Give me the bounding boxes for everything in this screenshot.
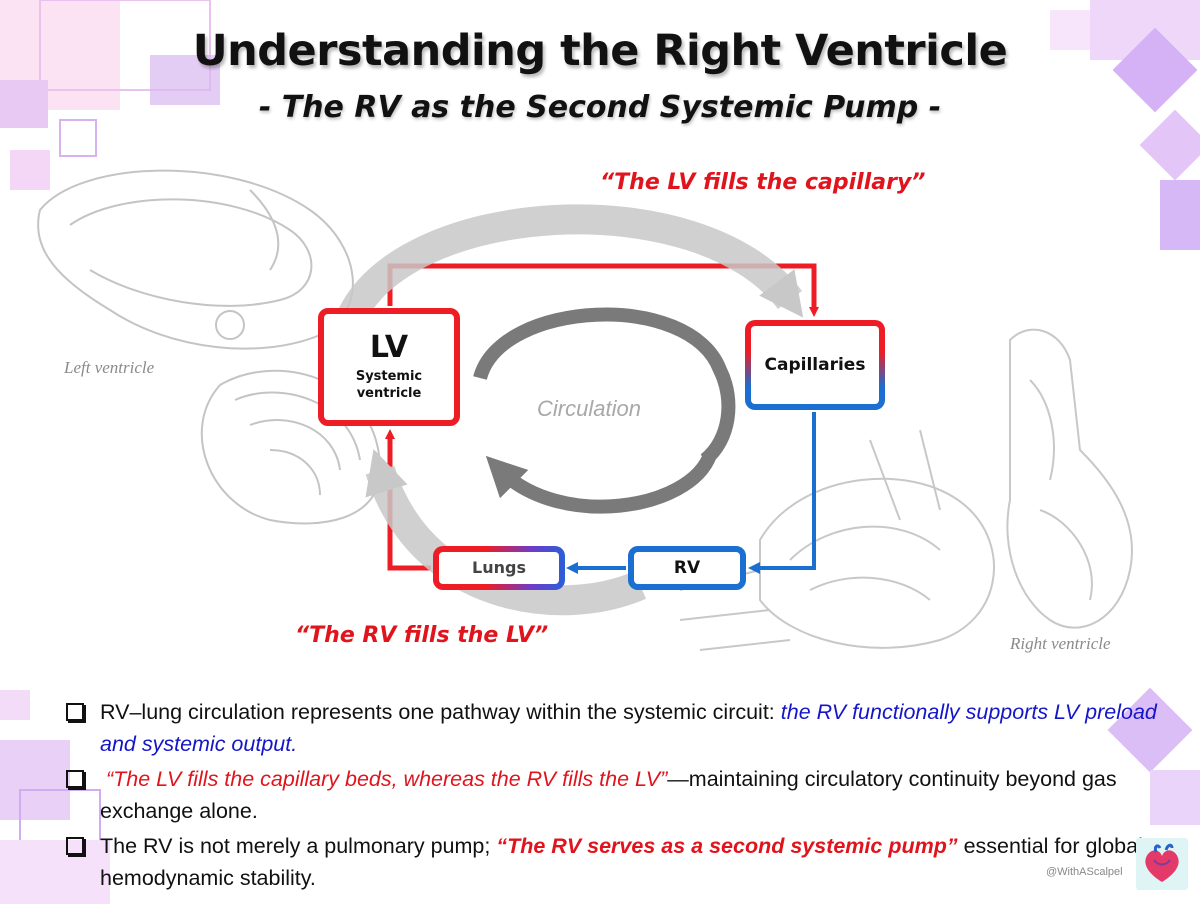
quote-rv-fills-lv: “The RV fills the LV” (295, 623, 549, 648)
bullet-1-text: RV–lung circulation represents one pathw… (100, 700, 781, 724)
bullet-2-text: —maintaining circulatory continuity beyo… (100, 767, 1117, 823)
right-ventricle-sketch (640, 320, 1170, 670)
big-arc-top (336, 204, 804, 327)
bullet-2-emphasis: “The LV fills the capillary beds, wherea… (106, 767, 668, 791)
checkbox-icon (66, 770, 84, 788)
page-subtitle: - The RV as the Second Systemic Pump - (258, 90, 942, 125)
right-ventricle-label: Right ventricle (1010, 634, 1111, 653)
quote-lv-fills-capillary: “The LV fills the capillary” (600, 170, 926, 195)
decor-squares-top-left (0, 0, 230, 200)
lv-node-sub-1: Systemic (355, 369, 423, 384)
bullet-item-1: RV–lung circulation represents one pathw… (62, 696, 1162, 760)
bullet-item-2: “The LV fills the capillary beds, wherea… (62, 763, 1162, 827)
decor-squares-top-right (1030, 0, 1200, 260)
flow-line-lv-to-capillaries (387, 263, 819, 317)
heart-logo (1136, 838, 1188, 890)
bullet-item-3: The RV is not merely a pulmonary pump; “… (62, 830, 1162, 894)
credit-handle: @WithAScalpel (1046, 866, 1123, 878)
bullet-3-text: The RV is not merely a pulmonary pump; (100, 834, 497, 858)
bullet-3-emphasis: “The RV serves as a second systemic pump… (496, 834, 958, 858)
circulation-label: Circulation (537, 396, 641, 421)
lungs-node: Lungs (433, 546, 565, 590)
lv-node-sub-2: ventricle (356, 386, 422, 401)
bullet-list: RV–lung circulation represents one pathw… (62, 696, 1162, 897)
rv-node: RV (628, 546, 746, 590)
bullet-1-emphasis: the RV functionally supports LV preload … (100, 700, 1157, 756)
flow-line-lungs-to-lv (385, 429, 431, 571)
decor-squares-bottom-left (0, 680, 120, 904)
capillaries-node: Capillaries (745, 320, 885, 410)
lv-node-title: LV (369, 330, 409, 365)
checkbox-icon (66, 837, 84, 855)
bullet-3-text-end: essential for global hemodynamic stabili… (100, 834, 1143, 890)
heart-icon (1145, 843, 1179, 882)
decor-squares-bottom-right (1100, 680, 1200, 830)
checkbox-icon (66, 703, 84, 721)
page-title: Understanding the Right Ventricle (192, 26, 1008, 76)
lv-node: LV Systemic ventricle (318, 308, 460, 426)
left-ventricle-label: Left ventricle (64, 358, 155, 377)
